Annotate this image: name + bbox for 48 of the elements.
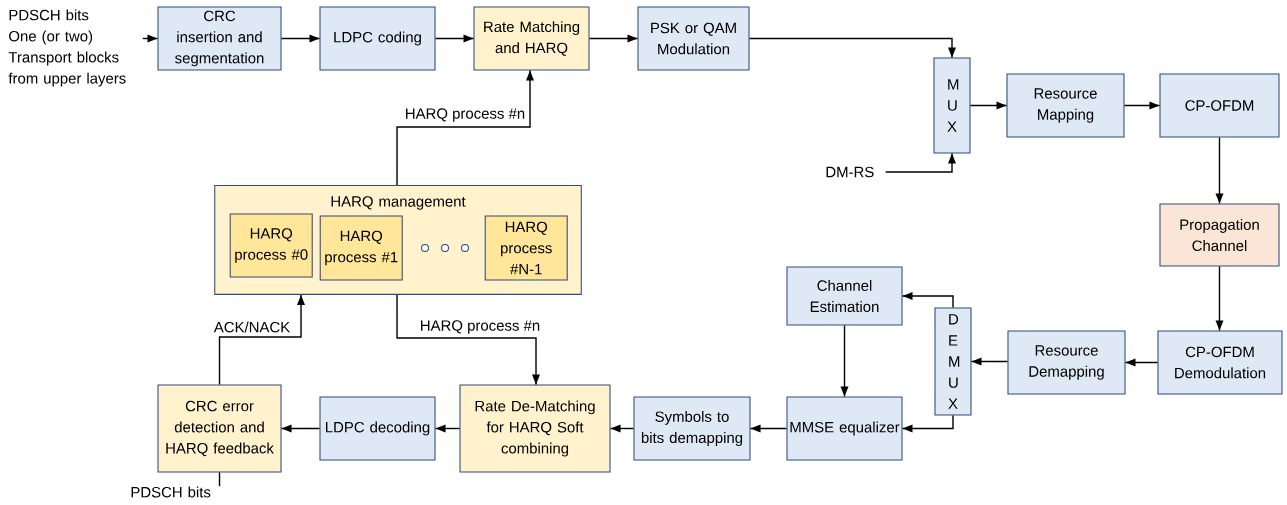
process-box: Rate De-Matching for HARQ Soft combining xyxy=(459,384,611,473)
arrow xyxy=(396,69,534,186)
arrow xyxy=(901,292,954,309)
process-box: MMSE equalizer xyxy=(786,396,903,461)
process-box: HARQ process #1 xyxy=(319,215,403,281)
arrow xyxy=(840,324,849,398)
input-label: DM-RS xyxy=(826,166,874,178)
arrow xyxy=(970,357,1009,366)
process-box: Symbols to bits demapping xyxy=(633,396,751,461)
arrow xyxy=(609,424,635,433)
process-box: Resource Demapping xyxy=(1007,330,1126,395)
arrow xyxy=(1123,101,1161,110)
edge-label: HARQ process #n xyxy=(418,318,542,336)
process-box: Resource Mapping xyxy=(1006,73,1125,138)
arrow xyxy=(748,37,956,59)
process-box: LDPC coding xyxy=(319,6,436,71)
process-box: Channel Estimation xyxy=(786,266,903,326)
arrow xyxy=(280,424,321,433)
process-box: CRC insertion and segmentation xyxy=(157,6,282,71)
arrow xyxy=(1215,265,1224,332)
arrow xyxy=(218,294,305,386)
arrow xyxy=(1215,136,1224,205)
process-box: Rate Matching and HARQ xyxy=(473,6,590,71)
process-box: HARQ process #0 xyxy=(229,213,313,278)
arrow xyxy=(749,424,788,433)
process-box: HARQ process #N-1 xyxy=(484,215,568,281)
edge-label: HARQ process #n xyxy=(403,106,527,124)
arrow xyxy=(396,294,540,386)
input-label: PDSCH bits One (or two) Transport blocks from upper layers xyxy=(8,9,126,87)
arrow xyxy=(280,34,321,43)
arrow xyxy=(901,414,954,433)
arrow xyxy=(588,34,639,43)
arrow xyxy=(434,424,461,433)
arrow xyxy=(885,152,956,173)
output-label: PDSCH bits xyxy=(131,486,211,498)
channel-box: Propagation Channel xyxy=(1159,203,1280,267)
process-box: LDPC decoding xyxy=(319,396,436,461)
arrow xyxy=(142,34,159,43)
arrow xyxy=(434,34,475,43)
process-box: CP-OFDM Demodulation xyxy=(1157,330,1283,395)
mux-box: M U X xyxy=(933,57,971,154)
arrow xyxy=(1124,358,1159,367)
arrow xyxy=(969,101,1008,110)
process-box: PSK or QAM Modulation xyxy=(637,6,750,71)
demux-box: D E M U X xyxy=(934,307,972,416)
edge-label: ACK/NACK xyxy=(212,319,292,335)
process-box: CP-OFDM xyxy=(1159,73,1280,138)
process-box: CRC error detection and HARQ feedback xyxy=(157,384,282,473)
